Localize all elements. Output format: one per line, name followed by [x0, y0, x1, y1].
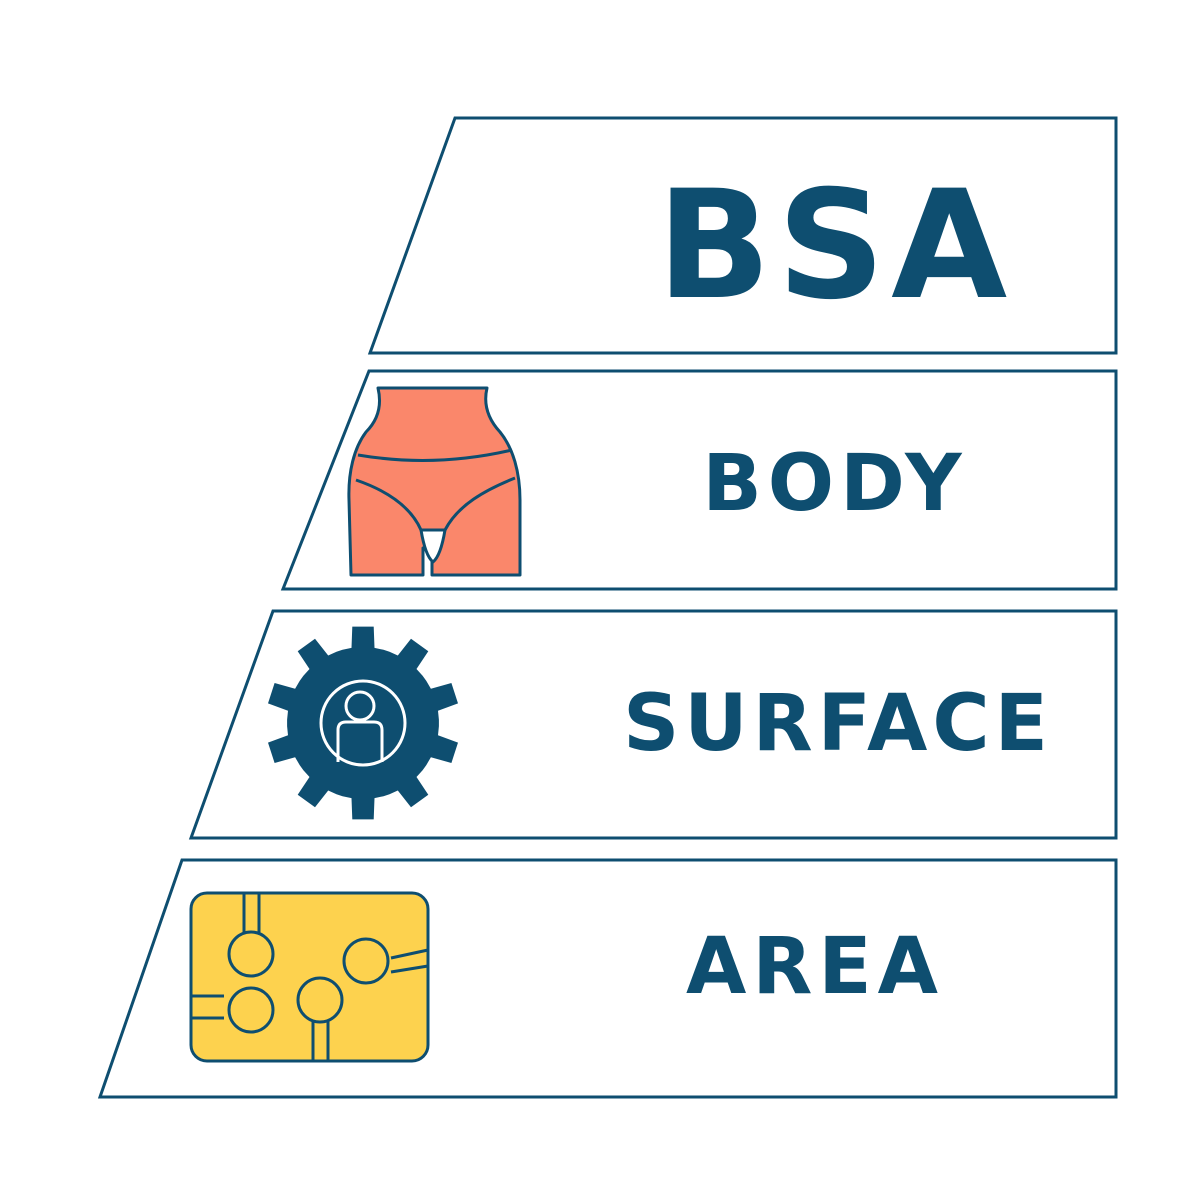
row-area: AREA: [97, 858, 1118, 1099]
row-surface-label: SURFACE: [623, 679, 1053, 769]
acronym-title: BSA: [657, 159, 1013, 333]
row-surface-frame: [188, 609, 1118, 840]
title-panel: BSA: [367, 116, 1118, 355]
title-panel-frame: [367, 116, 1118, 355]
body-waist-icon: [347, 386, 522, 577]
row-body: BODY: [280, 369, 1118, 591]
row-body-label: BODY: [702, 439, 967, 529]
row-area-label: AREA: [686, 922, 944, 1012]
chip-circuit-icon: [189, 891, 430, 1063]
row-surface: SURFACE: [188, 609, 1118, 840]
gear-person-icon: [268, 626, 458, 820]
